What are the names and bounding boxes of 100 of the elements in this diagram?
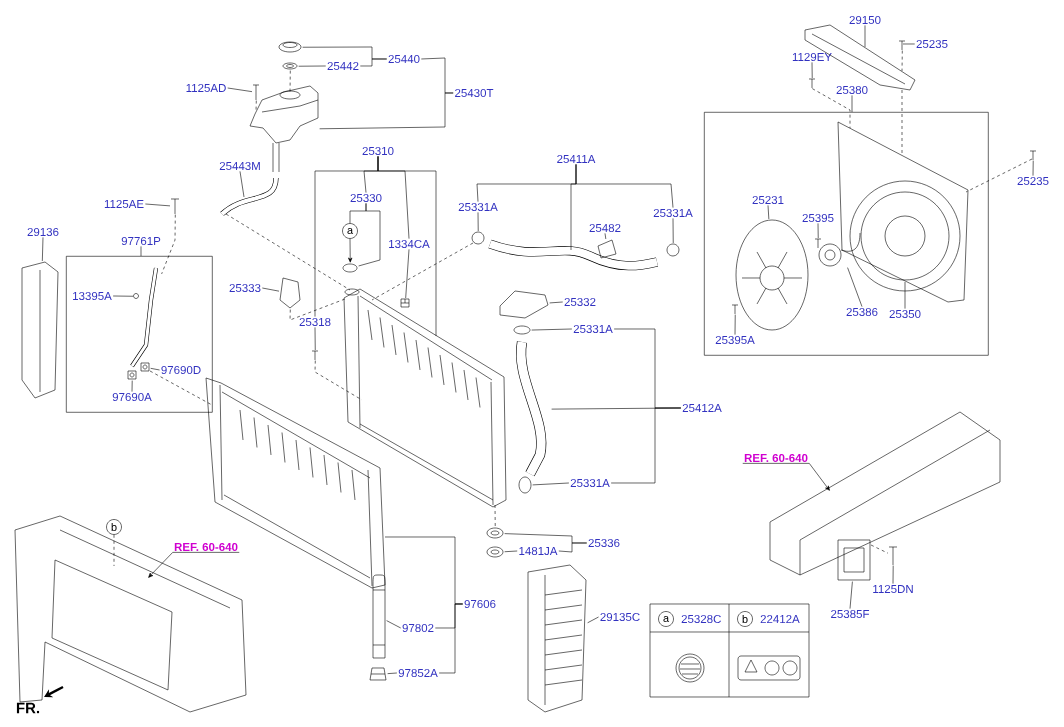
leader-line	[811, 62, 813, 79]
callout-number: 25430T	[455, 88, 494, 98]
leader-line	[387, 672, 398, 674]
callout-number: 97690A	[112, 392, 152, 402]
clamp-drawing	[666, 243, 680, 257]
leader-line	[587, 616, 599, 624]
leader-line	[405, 249, 410, 299]
dashed-assembly-line	[289, 298, 346, 321]
gasket-drawing	[282, 62, 298, 70]
callout-number: 25442	[327, 61, 359, 71]
clip-drawing	[400, 298, 410, 308]
pipe-drawing	[130, 267, 159, 368]
dashed-assembly-line	[494, 504, 496, 528]
circled-letter: b	[737, 611, 753, 627]
callout-number: 25336	[588, 538, 620, 548]
callout-number: 25440	[388, 54, 420, 64]
callout-number: 25231	[752, 195, 784, 205]
air-guard-drawing	[21, 261, 59, 399]
grommet-drawing	[133, 293, 139, 299]
dashed-assembly-line	[255, 100, 257, 112]
leader-line	[847, 267, 863, 307]
air-guard-drawing	[527, 564, 587, 713]
callout-number: 97852A	[398, 668, 438, 678]
callout-number: 25331A	[653, 208, 693, 218]
dashed-assembly-line	[870, 544, 889, 554]
callout-number: 25331A	[570, 478, 610, 488]
callout-number: 25235	[916, 39, 948, 49]
callout-number: 25443M	[219, 161, 260, 171]
leader-line	[140, 246, 142, 257]
callout-number: 13395A	[73, 291, 112, 301]
callout-number: 25380	[836, 85, 868, 95]
leader-line	[531, 328, 573, 331]
callout-number: 1125DN	[873, 584, 913, 594]
leader-line	[767, 205, 770, 220]
callout-number: 29150	[849, 15, 881, 25]
bolt-drawing	[808, 78, 816, 89]
leader-line	[377, 156, 437, 337]
callout-number: 25386	[846, 307, 878, 317]
dashed-leader-line	[113, 534, 115, 567]
upper-hose-drawing	[488, 239, 659, 271]
callout-number: 1334CA	[389, 239, 430, 249]
callout-number: 25330	[350, 193, 382, 203]
callout-number: 25412A	[682, 403, 722, 413]
front-frame-drawing	[14, 515, 247, 713]
bolt-drawing	[252, 84, 260, 101]
bracket-drawing	[499, 290, 549, 319]
callout-number: 97690D	[161, 365, 201, 375]
callout-number: 29136	[27, 227, 59, 237]
clamp-drawing	[518, 476, 532, 494]
leader-line	[145, 203, 171, 207]
callout-number: 25331A	[573, 324, 613, 334]
dashed-assembly-line	[225, 213, 351, 291]
callout-number: 1125AD	[186, 83, 226, 93]
callout-number: 1125AE	[104, 199, 144, 209]
callout-number: 25411A	[557, 154, 596, 164]
leader-line	[672, 218, 674, 244]
callout-number: 25482	[589, 223, 621, 233]
leader-line	[227, 87, 253, 92]
leader-line	[902, 43, 915, 45]
group-frame	[704, 112, 989, 356]
leader-line	[314, 327, 316, 351]
leader-line	[360, 58, 388, 67]
leader-line	[358, 203, 381, 267]
leader-line	[892, 565, 894, 584]
leader-line	[298, 65, 327, 67]
leader-line	[864, 25, 866, 48]
callout-number: 25350	[889, 309, 921, 319]
callout-number: 97606	[464, 599, 496, 609]
callout-number: 25318	[299, 317, 331, 327]
circled-letter: b	[106, 519, 122, 535]
bolt-drawing	[888, 546, 898, 566]
mount-drawing	[486, 527, 504, 539]
seal-drawing	[342, 263, 358, 273]
leader-line	[575, 164, 674, 208]
callout-number: 97761P	[121, 236, 161, 246]
group-frame	[66, 256, 213, 413]
bolt-drawing	[898, 40, 906, 51]
callout-number: 25395	[802, 213, 834, 223]
dashed-assembly-line	[812, 88, 851, 129]
leader-line	[131, 380, 133, 392]
cap-drawing	[369, 667, 387, 681]
dashed-assembly-line	[161, 214, 176, 275]
hose-drawing	[220, 177, 279, 216]
leader-line	[549, 301, 563, 304]
bolt-drawing	[1029, 150, 1037, 161]
callout-number: 25385F	[831, 609, 870, 619]
reference-label: REF. 60-640	[744, 453, 808, 463]
callout-number: 29135C	[600, 612, 640, 622]
dashed-assembly-line	[289, 70, 291, 93]
leader-line	[42, 237, 44, 262]
radiator-drawing	[343, 288, 507, 508]
leader-line	[386, 620, 402, 629]
bolt-drawing	[170, 198, 180, 215]
leader-line	[504, 550, 518, 553]
clamp-drawing	[513, 325, 531, 335]
leader-line	[438, 603, 464, 674]
callout-number: 25395A	[715, 335, 755, 345]
leader-line	[734, 314, 736, 335]
fan-shroud-drawing	[837, 121, 969, 303]
dashed-assembly-line	[965, 158, 1033, 193]
